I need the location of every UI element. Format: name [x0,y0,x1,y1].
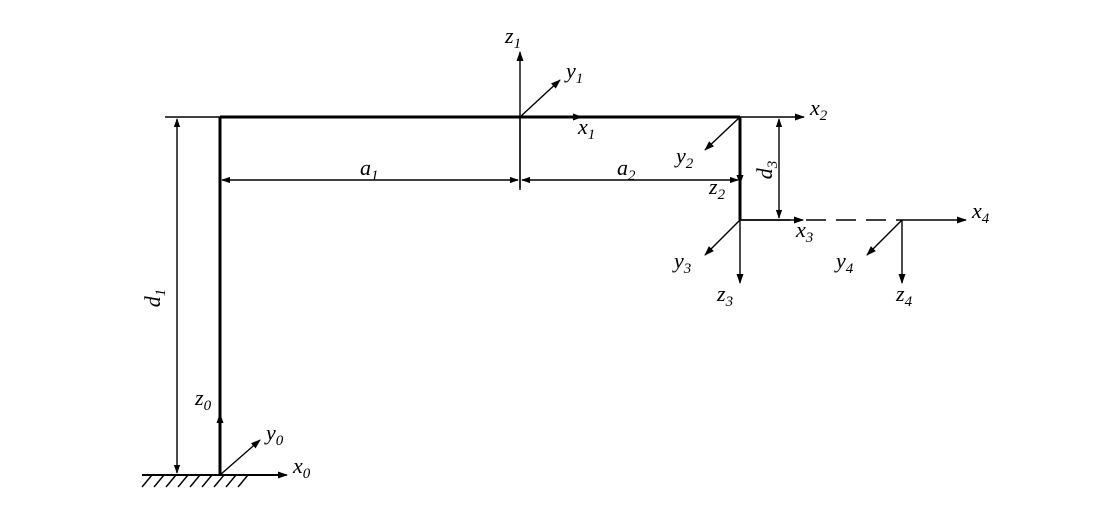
a2-symbol: a [617,155,628,180]
svg-text:a2: a2 [617,155,636,184]
frame-0: z0 y0 x0 [194,385,311,482]
svg-text:y2: y2 [674,143,694,172]
svg-text:x4: x4 [971,198,990,227]
y2-label: y [674,143,686,168]
x4-label: x [971,198,982,223]
d3-sub: 3 [765,161,781,170]
x2-label: x [809,95,820,120]
svg-text:x3: x3 [795,217,813,246]
z3-label: z [716,281,726,306]
y3-label: y [672,248,684,273]
svg-text:y0: y0 [264,420,284,449]
svg-text:a1: a1 [360,155,379,184]
dimension-a1-a2: a1 a2 [221,117,739,188]
a1-sub: 1 [371,168,379,184]
dimension-d3: d3 [740,118,790,221]
svg-text:y4: y4 [834,248,854,277]
frame-2: x2 y2 z2 [674,95,828,203]
svg-text:y1: y1 [564,58,583,87]
svg-text:z0: z0 [194,385,212,414]
d1-sub: 1 [153,289,169,297]
x0-label: x [292,453,303,478]
frame-4: x4 y4 z4 [834,198,990,310]
a2-sub: 2 [628,168,636,184]
frame-3: x3 y3 z3 [672,216,813,310]
ground-hatch [141,474,284,488]
frame-1: z1 y1 x1 [504,23,595,190]
z0-label: z [194,385,204,410]
svg-text:z2: z2 [708,174,726,203]
x3-label: x [795,217,806,242]
d1-symbol: d [140,295,165,307]
svg-text:y3: y3 [672,248,691,277]
z4-label: z [895,281,905,306]
svg-text:d1: d1 [140,289,169,308]
y1-label: y [564,58,576,83]
svg-text:z4: z4 [895,281,913,310]
z1-label: z [504,23,514,48]
svg-text:x0: x0 [292,453,311,482]
svg-text:z1: z1 [504,23,521,52]
svg-text:x2: x2 [809,95,828,124]
d3-symbol: d [752,167,777,179]
a1-symbol: a [360,155,371,180]
svg-text:z3: z3 [716,281,733,310]
y4-label: y [834,248,846,273]
z2-label: z [708,174,718,199]
svg-text:d3: d3 [752,161,781,180]
svg-text:x1: x1 [577,114,595,143]
dimension-d1: d1 [140,116,220,476]
y0-label: y [264,420,276,445]
x1-label: x [577,114,588,139]
